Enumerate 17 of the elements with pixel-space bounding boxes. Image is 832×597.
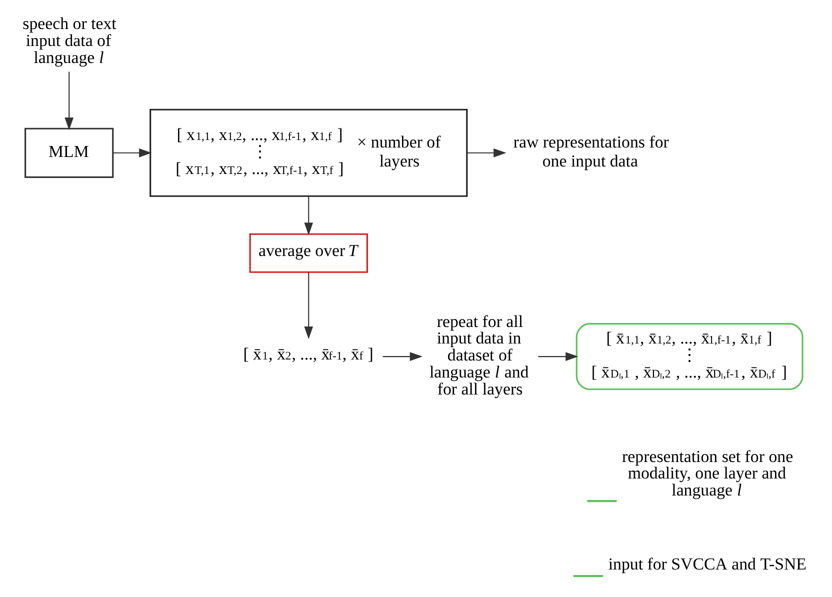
arrow	[304, 272, 314, 340]
arrow	[64, 72, 74, 130]
arrow	[467, 148, 506, 158]
arrow	[382, 352, 423, 361]
legend-label: input for SVCCA and T-SNE	[608, 554, 806, 574]
node-box: MLM	[24, 128, 114, 178]
node-box: average over T	[249, 233, 368, 273]
node-text: repeat for all input data in dataset of language l and for all layers	[429, 312, 529, 398]
node-text: speech or text input data of language l	[22, 14, 116, 67]
arrow	[304, 196, 314, 236]
arrow	[538, 352, 578, 361]
node-box: [ x̄1,1, x̄1,2, ..., x̄1,f-1, x̄1,f ] ⋮ [ x̄Dₗ,1 , x̄Dₗ,2 , ..., x̄Dₗ,f-1, x̄Dₗ,f ]	[576, 323, 804, 390]
node-text: raw representations for one input data	[513, 132, 669, 170]
legend-label: representation set for one modality, one layer and language l	[622, 446, 794, 500]
node-text: [ x̄1, x̄2, ..., x̄f-1, x̄f ]	[243, 344, 374, 364]
arrow	[113, 148, 152, 158]
node-box: [ x1,1, x1,2, ..., x1,f-1, x1,f ] ⋮ [ xT,1, xT,2, ..., xT,f-1, xT,f ] × number of layers	[150, 108, 468, 197]
